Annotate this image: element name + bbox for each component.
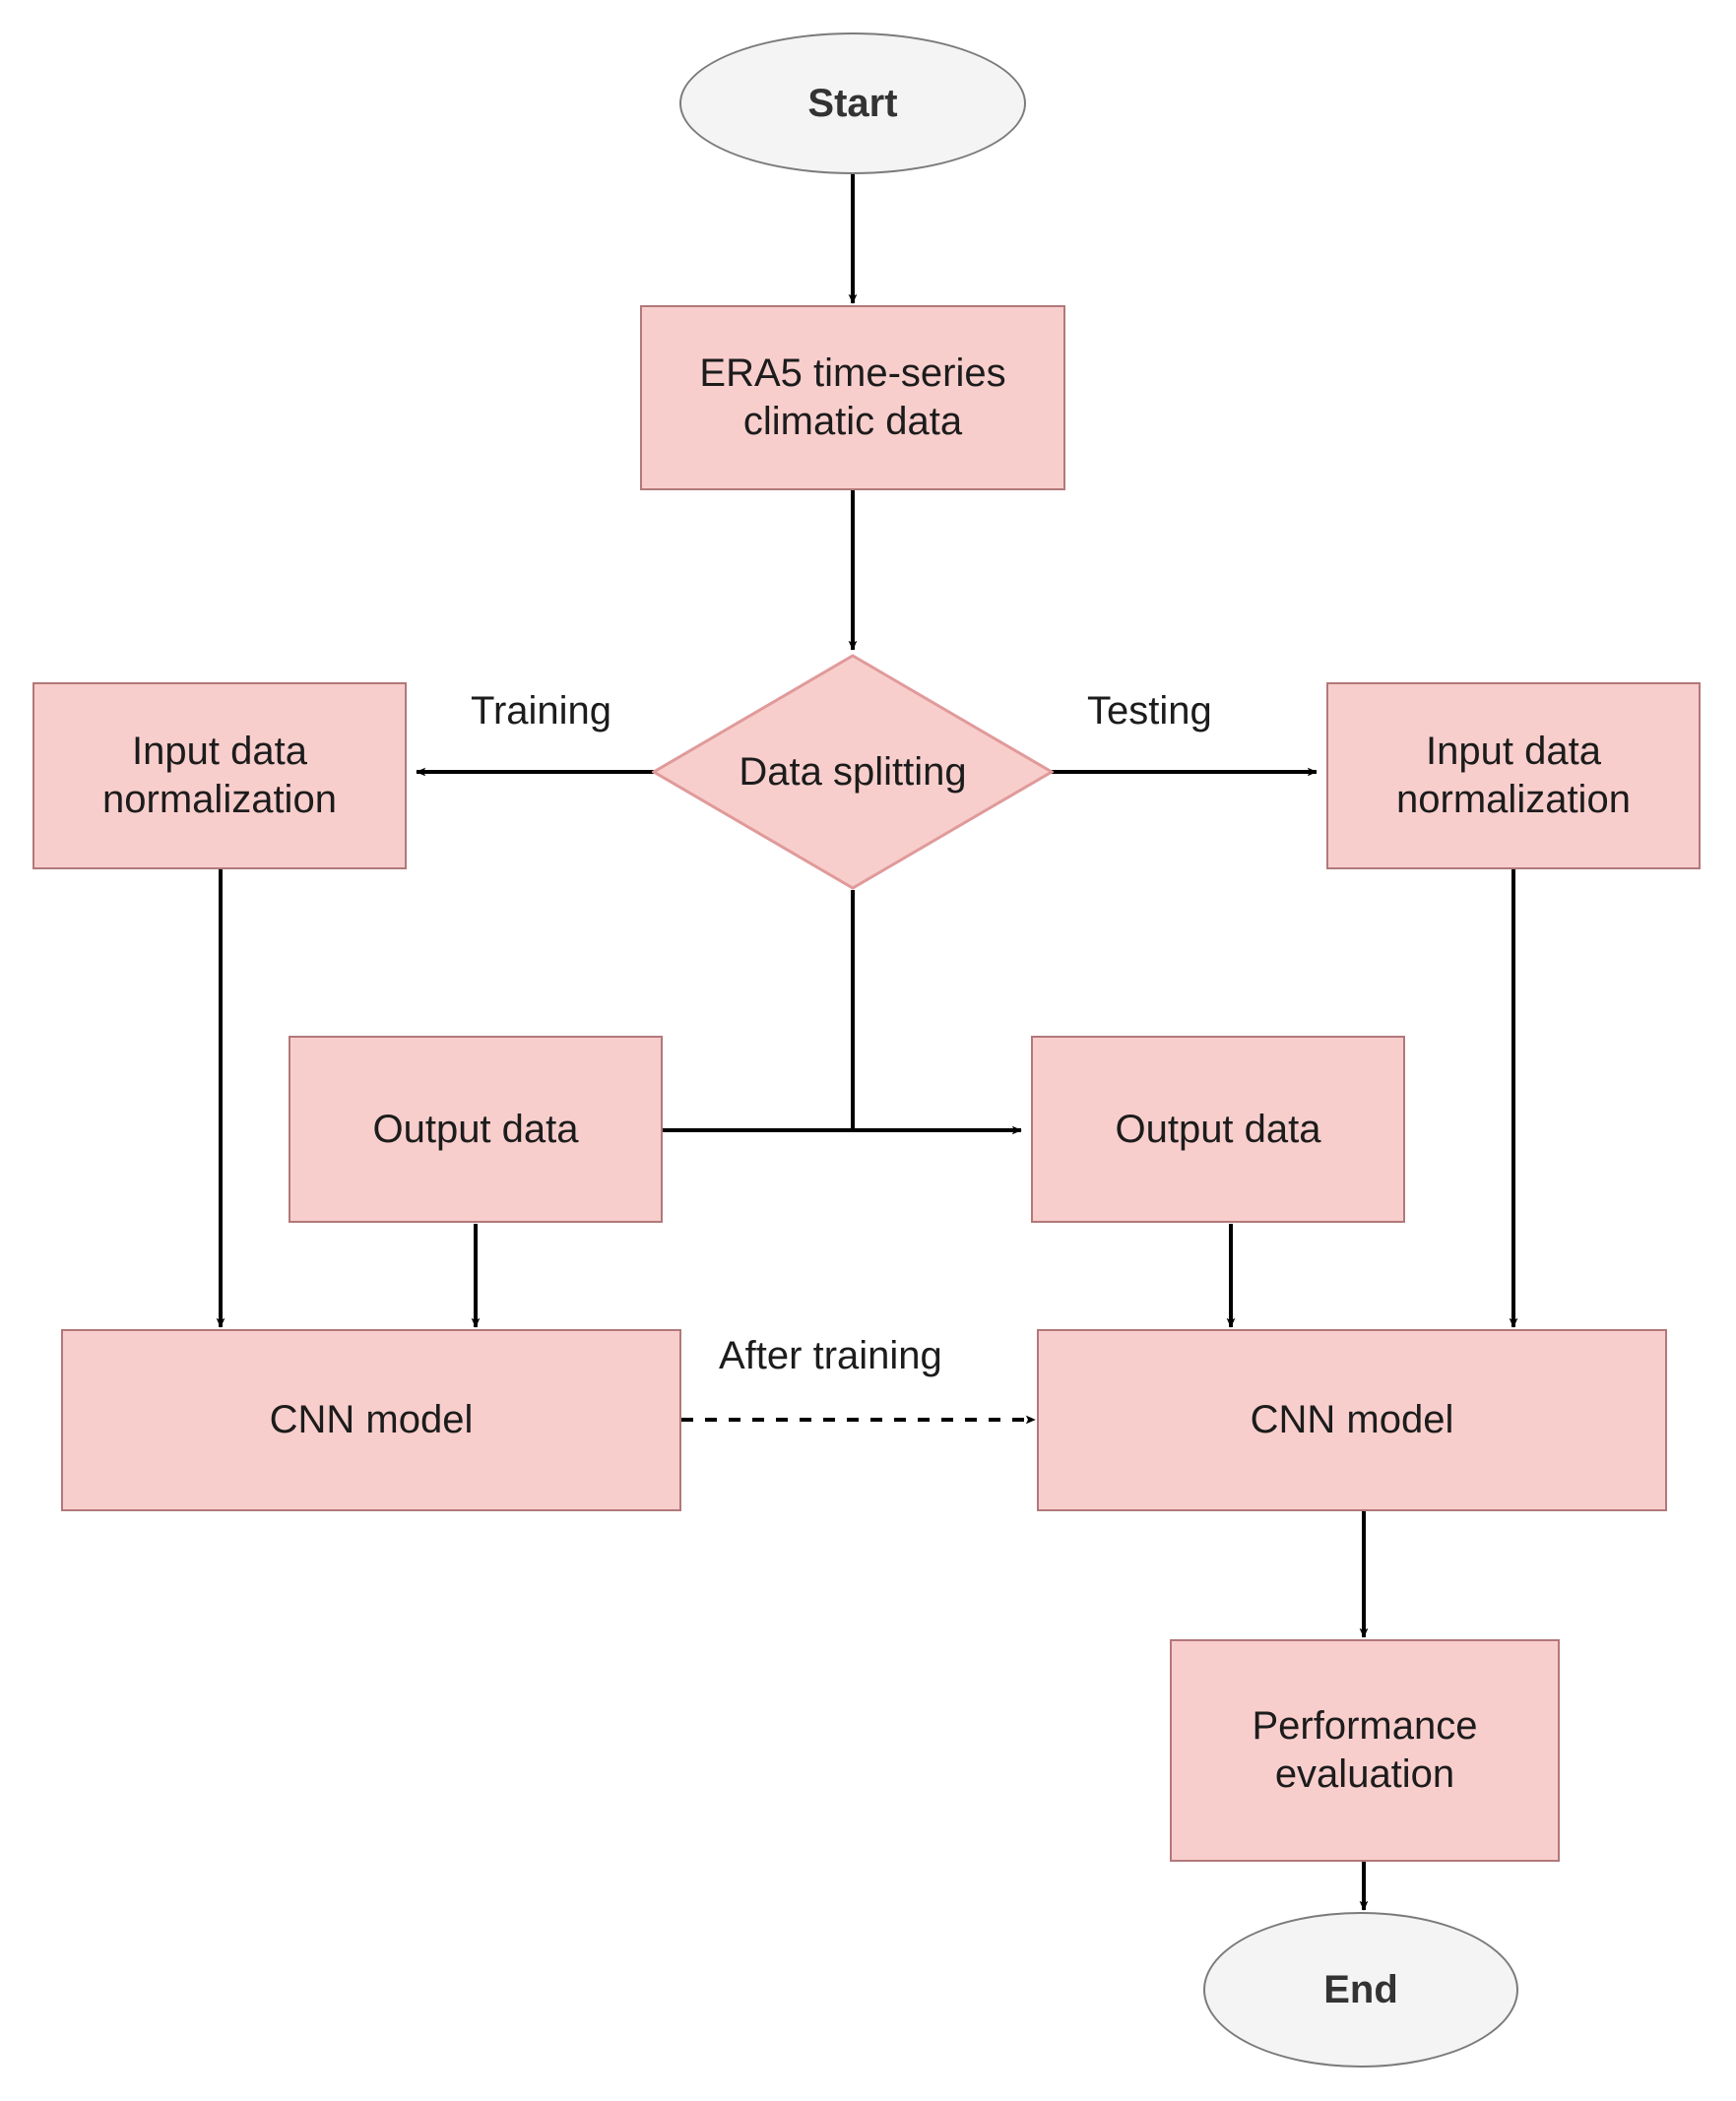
node-start-label: Start [807, 81, 898, 125]
node-cnn-model-testing[interactable]: CNN model [1037, 1329, 1667, 1511]
node-end-label: End [1323, 1967, 1398, 2011]
node-output-data-testing[interactable]: Output data [1031, 1036, 1405, 1223]
node-era5-data-line1: ERA5 time-series [699, 351, 1006, 396]
node-data-splitting-label: Data splitting [739, 749, 967, 794]
edge-label-training: Training [471, 689, 612, 732]
node-cnn-model-training[interactable]: CNN model [61, 1329, 681, 1511]
node-output-data-training[interactable]: Output data [289, 1036, 663, 1223]
node-cnn-model-testing-label: CNN model [1250, 1398, 1454, 1442]
edge-label-after-training: After training [719, 1334, 942, 1377]
node-input-normalization-training-line2: normalization [102, 778, 337, 821]
node-output-data-training-label: Output data [372, 1107, 579, 1151]
node-end[interactable]: End [1203, 1912, 1518, 2068]
node-start[interactable]: Start [679, 32, 1026, 174]
node-data-splitting[interactable]: Data splitting [652, 654, 1054, 890]
data-splitting-diamond-shape [652, 654, 1054, 890]
node-input-normalization-testing-line2: normalization [1396, 778, 1631, 821]
node-output-data-testing-label: Output data [1115, 1107, 1321, 1151]
node-input-normalization-training-line1: Input data [132, 730, 307, 774]
node-performance-evaluation[interactable]: Performance evaluation [1170, 1639, 1560, 1862]
node-input-normalization-testing[interactable]: Input data normalization [1326, 682, 1701, 869]
node-performance-evaluation-line2: evaluation [1274, 1752, 1455, 1796]
node-era5-data-line2: climatic data [742, 400, 963, 443]
node-performance-evaluation-line1: Performance [1252, 1704, 1478, 1749]
node-input-normalization-testing-line1: Input data [1426, 730, 1601, 774]
node-input-normalization-training[interactable]: Input data normalization [32, 682, 407, 869]
node-era5-data[interactable]: ERA5 time-series climatic data [640, 305, 1065, 490]
node-cnn-model-training-label: CNN model [269, 1398, 474, 1442]
edge-label-testing: Testing [1087, 689, 1212, 732]
